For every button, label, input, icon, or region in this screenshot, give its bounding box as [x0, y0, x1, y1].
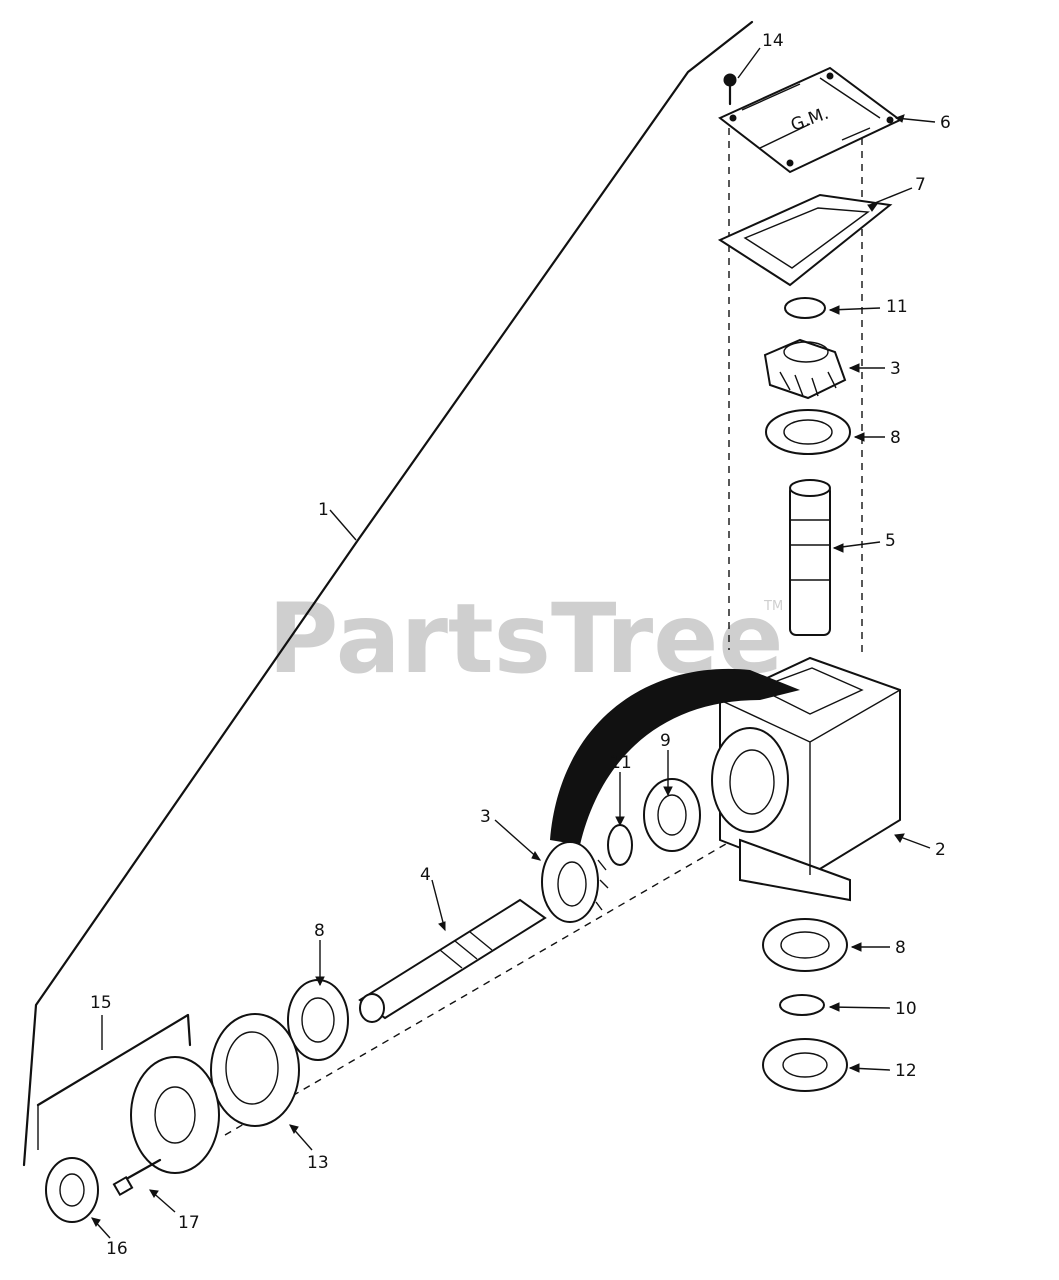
callout-1: 1 — [318, 500, 329, 520]
callout-2: 2 — [935, 840, 946, 860]
assembly-arrow — [550, 668, 800, 845]
bevel-gear-3-lower — [541, 841, 609, 923]
callout-4: 4 — [420, 865, 431, 885]
assembly-outline-1 — [22, 20, 754, 1167]
gasket-13 — [210, 1013, 300, 1127]
callout-17: 17 — [178, 1213, 200, 1233]
gasket-7 — [717, 193, 893, 287]
bracket-15 — [36, 1013, 192, 1107]
snap-ring-11-lower — [607, 824, 633, 866]
callout-11-upper: 11 — [886, 297, 908, 317]
callout-8-upper: 8 — [890, 428, 901, 448]
bearing-8-upper — [765, 409, 851, 455]
callout-5: 5 — [885, 531, 896, 551]
screw-14 — [723, 73, 737, 106]
callout-12: 12 — [895, 1061, 917, 1081]
horizontal-axis — [224, 829, 751, 1136]
callout-10: 10 — [895, 999, 917, 1019]
callout-9: 9 — [660, 731, 671, 751]
gearbox-housing-2 — [711, 656, 901, 902]
bearing-8-left — [287, 979, 349, 1061]
seal-16 — [45, 1157, 99, 1223]
callout-8-left: 8 — [314, 921, 325, 941]
callout-3-lower: 3 — [480, 807, 491, 827]
bolt-17 — [112, 1158, 162, 1197]
snap-ring-11-upper — [784, 297, 826, 319]
callout-14: 14 — [762, 31, 784, 51]
cover-plate-6: G.M. — [718, 66, 902, 174]
callout-13: 13 — [307, 1153, 329, 1173]
callout-11-lower: 11 — [610, 753, 632, 773]
shaft-4 — [358, 898, 547, 1023]
callout-3-upper: 3 — [890, 359, 901, 379]
bevel-gear-3-upper — [763, 338, 847, 400]
bearing-8-right — [762, 918, 848, 972]
callout-16: 16 — [106, 1239, 128, 1259]
callout-8-right: 8 — [895, 938, 906, 958]
shaft-5 — [789, 479, 831, 636]
bearing-9 — [643, 778, 701, 852]
callout-7: 7 — [915, 175, 926, 195]
arrowheads — [91, 114, 905, 1227]
watermark-tm: TM — [763, 599, 783, 614]
callout-15: 15 — [90, 993, 112, 1013]
seal-12 — [762, 1038, 848, 1092]
flange-15 — [130, 1056, 220, 1174]
callout-6: 6 — [940, 113, 951, 133]
snap-ring-10 — [779, 994, 825, 1016]
